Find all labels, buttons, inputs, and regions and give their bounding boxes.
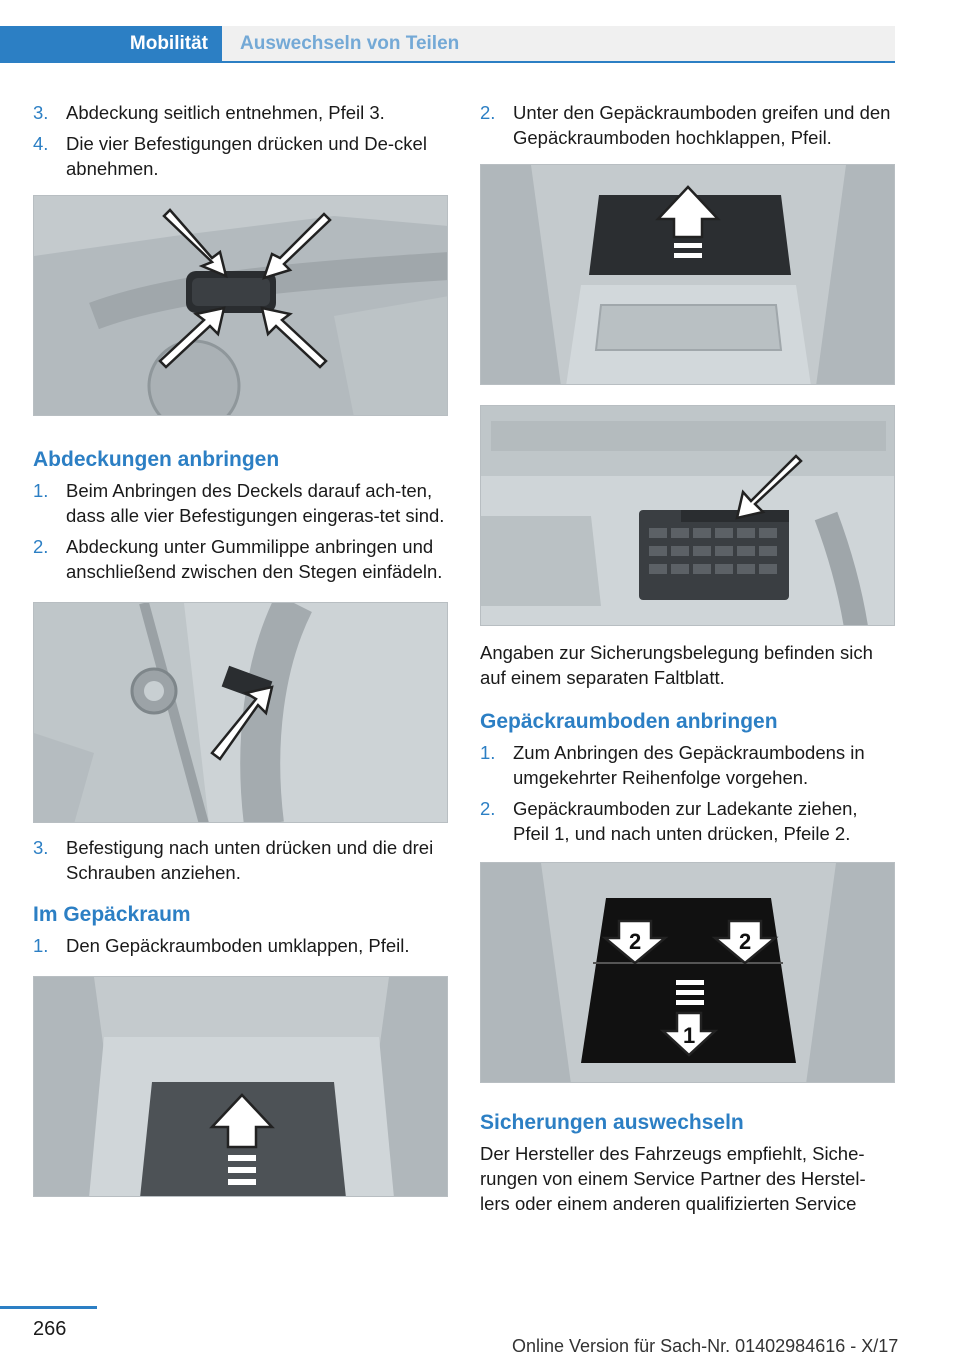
heading-trunk: Im Gepäckraum (33, 903, 191, 926)
arrow-label-2b: 2 (739, 929, 751, 954)
header-rule (0, 61, 895, 63)
step-text: Abdeckung seitlich entnehmen, Pfeil 3. (66, 102, 385, 123)
step-text: Befestigung nach unten drücken und die d… (66, 837, 434, 883)
step-text: Unter den Gepäckraumboden greifen und de… (513, 102, 891, 148)
step-number: 4. (33, 133, 49, 154)
step-text: Beim Anbringen des Deckels darauf ach-te… (66, 480, 445, 526)
figure-floor-raised (480, 164, 895, 385)
step-item: 3. Abdeckung seitlich entnehmen, Pfeil 3… (33, 100, 448, 125)
step-item: 2. Unter den Gepäckraumboden greifen und… (480, 100, 895, 150)
step-item: 4. Die vier Befestigungen drücken und De… (33, 131, 448, 181)
replace-text: Der Hersteller des Fahrzeugs empfiehlt, … (480, 1143, 866, 1214)
step-text: Den Gepäckraumboden umklappen, Pfeil. (66, 935, 410, 956)
heading-floor: Gepäckraumboden anbringen (480, 710, 778, 733)
step-text: Abdeckung unter Gummilippe anbringen und… (66, 536, 443, 582)
heading-covers: Abdeckungen anbringen (33, 448, 280, 471)
page-number: 266 (33, 1318, 67, 1340)
step-number: 3. (33, 102, 49, 123)
step-number: 1. (33, 935, 49, 956)
step-item: 2. Abdeckung unter Gummilippe anbringen … (33, 534, 448, 584)
step-number: 3. (33, 837, 49, 858)
step-item: 1. Zum Anbringen des Gepäckraumbodens in… (480, 740, 895, 790)
page-header: Mobilität Auswechseln von Teilen (0, 0, 895, 63)
step-number: 2. (480, 798, 496, 819)
right-column: 2. Unter den Gepäckraumboden greifen und… (480, 100, 895, 1224)
figure-cover-clips (33, 195, 448, 416)
step-item: 3. Befestigung nach unten drücken und di… (33, 835, 448, 885)
arrow-label-1: 1 (683, 1023, 695, 1048)
arrow-label-2a: 2 (629, 929, 641, 954)
figure-fuse-box (480, 405, 895, 626)
note-fuses: Angaben zur Sicherungsbelegung befinden … (480, 642, 873, 688)
step-item: 1. Den Gepäckraumboden umklappen, Pfeil. (33, 933, 448, 958)
figure-trunk-floor (33, 976, 448, 1197)
step-number: 2. (33, 536, 49, 557)
figure-cover-insert (33, 602, 448, 823)
step-text: Gepäckraumboden zur Ladekante ziehen, Pf… (513, 798, 858, 844)
step-text: Die vier Befestigungen drücken und De-ck… (66, 133, 427, 179)
header-subsection: Auswechseln von Teilen (240, 33, 460, 54)
step-item: 1. Beim Anbringen des Deckels darauf ach… (33, 478, 448, 528)
header-section: Mobilität (0, 26, 222, 62)
figure-floor-install: 2 2 1 (480, 862, 895, 1083)
left-column: 3. Abdeckung seitlich entnehmen, Pfeil 3… (33, 100, 448, 1197)
step-number: 2. (480, 102, 496, 123)
step-text: Zum Anbringen des Gepäckraumbodens in um… (513, 742, 865, 788)
footer-rule (0, 1306, 97, 1309)
step-item: 2. Gepäckraumboden zur Ladekante ziehen,… (480, 796, 895, 846)
online-version: Online Version für Sach-Nr. 01402984616 … (512, 1336, 899, 1356)
step-number: 1. (33, 480, 49, 501)
heading-replace: Sicherungen auswechseln (480, 1111, 744, 1134)
step-number: 1. (480, 742, 496, 763)
